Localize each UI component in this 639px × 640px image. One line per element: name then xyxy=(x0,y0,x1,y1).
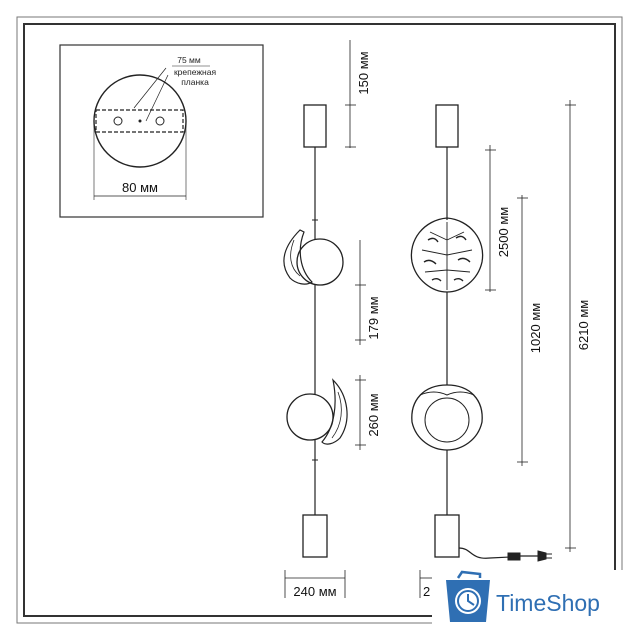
total-height-label: 6210 мм xyxy=(576,300,591,350)
side-bottom-cap xyxy=(302,514,328,558)
bracket-label-2: планка xyxy=(181,77,209,87)
width-label: 240 мм xyxy=(293,584,336,599)
mounting-detail: 75 мм крепежная планка 80 мм xyxy=(59,44,264,218)
screw-hole-right xyxy=(155,116,165,126)
clock-hands-icon xyxy=(467,594,475,606)
bracket-leader-2 xyxy=(145,74,169,122)
side-view-dimensions xyxy=(284,40,366,598)
canopy-height-label: 150 мм xyxy=(356,51,371,94)
inner-frame xyxy=(23,23,616,617)
front-canopy xyxy=(435,104,459,148)
side-view-lamp xyxy=(283,104,348,558)
outer-frame xyxy=(16,16,623,624)
side-leaf-upper-vein xyxy=(290,239,301,277)
side-glass-shade-lower xyxy=(286,393,334,441)
detail-box xyxy=(59,44,264,218)
side-glass-shade-upper xyxy=(296,238,344,286)
front-width-label: 2 xyxy=(423,584,430,599)
bracket-label-1: крепежная xyxy=(174,67,217,77)
brand-name: TimeShop xyxy=(496,590,600,616)
side-leaf-lower-vein xyxy=(331,391,342,439)
front-leaf-upper-holes xyxy=(423,235,471,282)
mounting-bracket xyxy=(95,109,184,133)
center-point xyxy=(138,119,142,123)
clock-ring-icon xyxy=(457,590,479,612)
shade-height-label: 260 мм xyxy=(366,393,381,436)
power-plug xyxy=(537,550,547,562)
front-view-lamp xyxy=(410,104,552,562)
side-canopy xyxy=(303,104,327,148)
front-bottom-cap xyxy=(434,514,460,558)
lamp-spacing-label: 179 мм xyxy=(366,296,381,339)
lamp-section-label: 1020 мм xyxy=(528,303,543,353)
canopy-circle xyxy=(93,74,187,168)
cord-switch xyxy=(507,552,521,561)
side-leaf-lower xyxy=(321,378,348,445)
front-leaf-upper-veins xyxy=(421,222,473,290)
cable-length-label: 2500 мм xyxy=(496,207,511,257)
front-view-dimensions xyxy=(419,100,576,598)
bag-handle-icon xyxy=(456,570,482,579)
canopy-diameter-label: 80 мм xyxy=(122,180,158,195)
screw-hole-left xyxy=(113,116,123,126)
side-leaf-upper xyxy=(283,229,313,285)
bracket-leader xyxy=(133,67,167,109)
front-leaf-lower-edge xyxy=(419,391,475,396)
bracket-width-label: 75 мм xyxy=(177,55,201,65)
front-glass-shade xyxy=(424,397,470,443)
timeshop-watermark: TimeShop xyxy=(432,570,624,630)
power-cord xyxy=(458,547,511,559)
